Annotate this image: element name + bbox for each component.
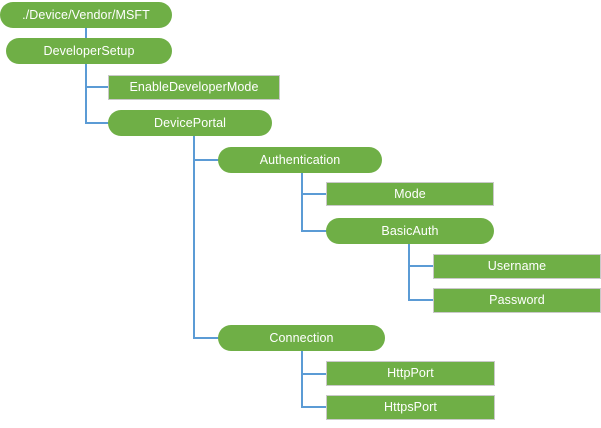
tree-node-label-mode: Mode xyxy=(394,186,426,201)
tree-node-label-enabledevelopermode: EnableDeveloperMode xyxy=(129,80,259,95)
tree-node-label-basicauth: BasicAuth xyxy=(381,223,439,238)
tree-node-connection[interactable]: Connection xyxy=(218,325,385,351)
tree-node-password[interactable]: Password xyxy=(433,288,601,313)
connector-basicauth-to-username xyxy=(408,243,434,267)
tree-node-label-httpsport: HttpsPort xyxy=(384,400,437,415)
tree-node-enabledevelopermode[interactable]: EnableDeveloperMode xyxy=(108,75,280,100)
connector-developersetup-to-deviceportal xyxy=(85,63,109,124)
connector-authentication-to-basicauth xyxy=(301,172,327,232)
tree-node-label-deviceportal: DevicePortal xyxy=(153,115,227,130)
connector-connection-to-httpport xyxy=(301,350,327,375)
tree-node-label-username: Username xyxy=(487,259,547,274)
tree-node-basicauth[interactable]: BasicAuth xyxy=(326,218,494,244)
connector-deviceportal-to-authentication xyxy=(193,135,219,161)
tree-node-label-password: Password xyxy=(489,293,545,308)
tree-node-authentication[interactable]: Authentication xyxy=(218,147,382,173)
tree-node-developersetup[interactable]: DeveloperSetup xyxy=(6,38,172,64)
tree-node-label-root: ./Device/Vendor/MSFT xyxy=(22,7,150,22)
tree-node-httpport[interactable]: HttpPort xyxy=(326,361,495,386)
connector-authentication-to-mode xyxy=(301,172,327,195)
tree-node-username[interactable]: Username xyxy=(433,254,601,279)
tree-node-label-authentication: Authentication xyxy=(259,152,341,167)
connector-basicauth-to-password xyxy=(408,243,434,301)
tree-node-label-httpport: HttpPort xyxy=(387,366,434,381)
tree-node-httpsport[interactable]: HttpsPort xyxy=(326,395,495,420)
tree-node-label-developersetup: DeveloperSetup xyxy=(43,43,135,58)
tree-node-label-connection: Connection xyxy=(269,330,334,345)
tree-node-root[interactable]: ./Device/Vendor/MSFT xyxy=(0,2,172,28)
tree-node-deviceportal[interactable]: DevicePortal xyxy=(108,110,272,136)
tree-node-mode[interactable]: Mode xyxy=(326,182,494,206)
connector-connection-to-httpsport xyxy=(301,350,327,408)
connector-developersetup-to-enabledevelopermode xyxy=(85,63,109,88)
connector-deviceportal-to-connection xyxy=(193,135,219,339)
